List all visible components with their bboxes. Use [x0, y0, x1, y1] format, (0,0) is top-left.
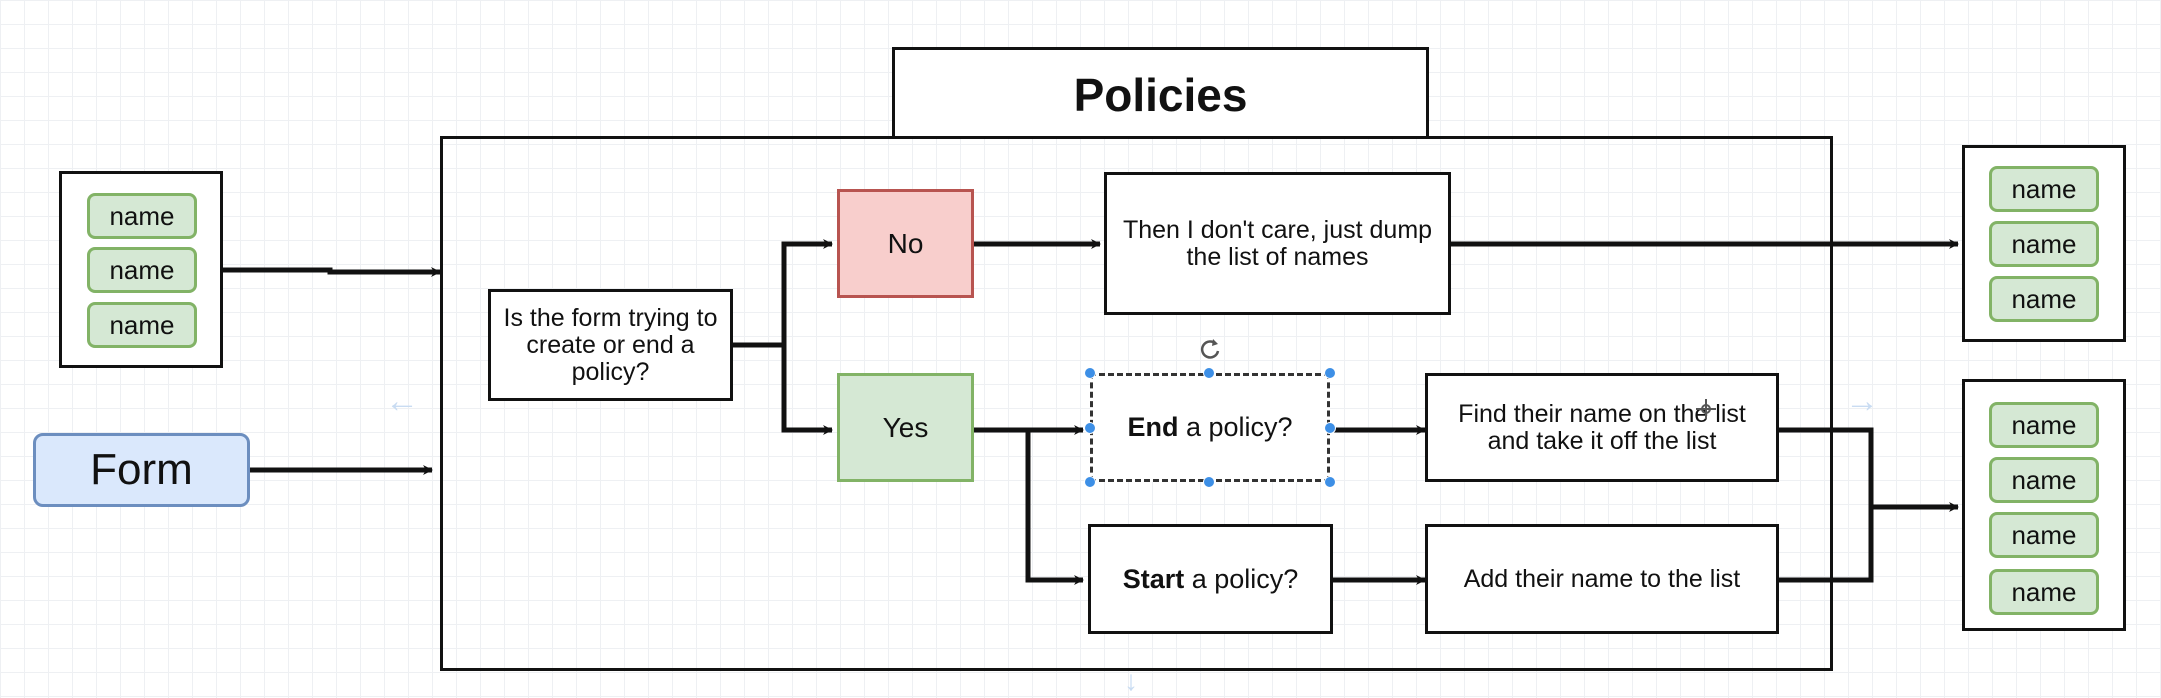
- diagram-title: Policies: [1073, 68, 1248, 121]
- add-name-text: Add their name to the list: [1463, 564, 1741, 593]
- no-label: No: [887, 227, 924, 259]
- resize-handle-sw[interactable]: [1084, 476, 1096, 488]
- start-policy-box[interactable]: Start a policy?: [1088, 524, 1333, 634]
- resize-handle-n[interactable]: [1203, 367, 1215, 379]
- end-policy-box[interactable]: End a policy?: [1090, 373, 1330, 482]
- move-cursor-icon: [1696, 399, 1716, 419]
- end-rest: a policy?: [1178, 412, 1293, 442]
- question-text: Is the form trying to create or end a po…: [503, 303, 718, 386]
- end-bold: End: [1127, 412, 1179, 442]
- end-policy-text: End a policy?: [1127, 412, 1292, 443]
- output-top-name-1[interactable]: name: [1989, 166, 2099, 212]
- yes-box[interactable]: Yes: [837, 373, 974, 482]
- dump-names-box[interactable]: Then I don't care, just dump the list of…: [1104, 172, 1451, 315]
- arrow-to-yes: [781, 345, 833, 435]
- output-top-name-2[interactable]: name: [1989, 221, 2099, 267]
- ghost-arrow-left-icon[interactable]: ←: [385, 382, 419, 420]
- dump-names-text: Then I don't care, just dump the list of…: [1122, 215, 1433, 271]
- arrow-input-names-to-process: [223, 267, 441, 277]
- find-remove-text: Find their name on the list and take it …: [1458, 399, 1746, 455]
- no-box[interactable]: No: [837, 189, 974, 298]
- resize-handle-se[interactable]: [1324, 476, 1336, 488]
- rotate-handle-icon[interactable]: [1197, 336, 1223, 362]
- resize-handle-e[interactable]: [1324, 422, 1336, 434]
- form-label: Form: [90, 445, 193, 494]
- start-bold: Start: [1122, 563, 1185, 594]
- process-container[interactable]: [440, 136, 1833, 671]
- input-name-1[interactable]: name: [87, 193, 197, 239]
- output-bottom-name-4[interactable]: name: [1989, 569, 2099, 615]
- title-box[interactable]: Policies: [892, 47, 1429, 139]
- resize-handle-s[interactable]: [1203, 476, 1215, 488]
- arrow-to-no: [781, 239, 833, 345]
- resize-handle-ne[interactable]: [1324, 367, 1336, 379]
- ghost-arrow-right-icon[interactable]: →: [1845, 382, 1879, 420]
- input-name-2[interactable]: name: [87, 247, 197, 293]
- find-remove-box[interactable]: Find their name on the list and take it …: [1425, 373, 1779, 482]
- arrow-yes-to-start: [1025, 430, 1084, 585]
- resize-handle-nw[interactable]: [1084, 367, 1096, 379]
- form-box[interactable]: Form: [33, 433, 250, 507]
- resize-handle-w[interactable]: [1084, 422, 1096, 434]
- output-bottom-name-3[interactable]: name: [1989, 512, 2099, 558]
- start-policy-text: Start a policy?: [1123, 564, 1299, 595]
- input-name-3[interactable]: name: [87, 302, 197, 348]
- yes-label: Yes: [882, 411, 929, 443]
- add-name-box[interactable]: Add their name to the list: [1425, 524, 1779, 634]
- question-box[interactable]: Is the form trying to create or end a po…: [488, 289, 733, 401]
- output-bottom-name-2[interactable]: name: [1989, 457, 2099, 503]
- output-top-name-3[interactable]: name: [1989, 276, 2099, 322]
- ghost-arrow-down-icon[interactable]: ↓: [1124, 665, 1138, 696]
- output-bottom-name-1[interactable]: name: [1989, 402, 2099, 448]
- start-rest: a policy?: [1184, 563, 1299, 594]
